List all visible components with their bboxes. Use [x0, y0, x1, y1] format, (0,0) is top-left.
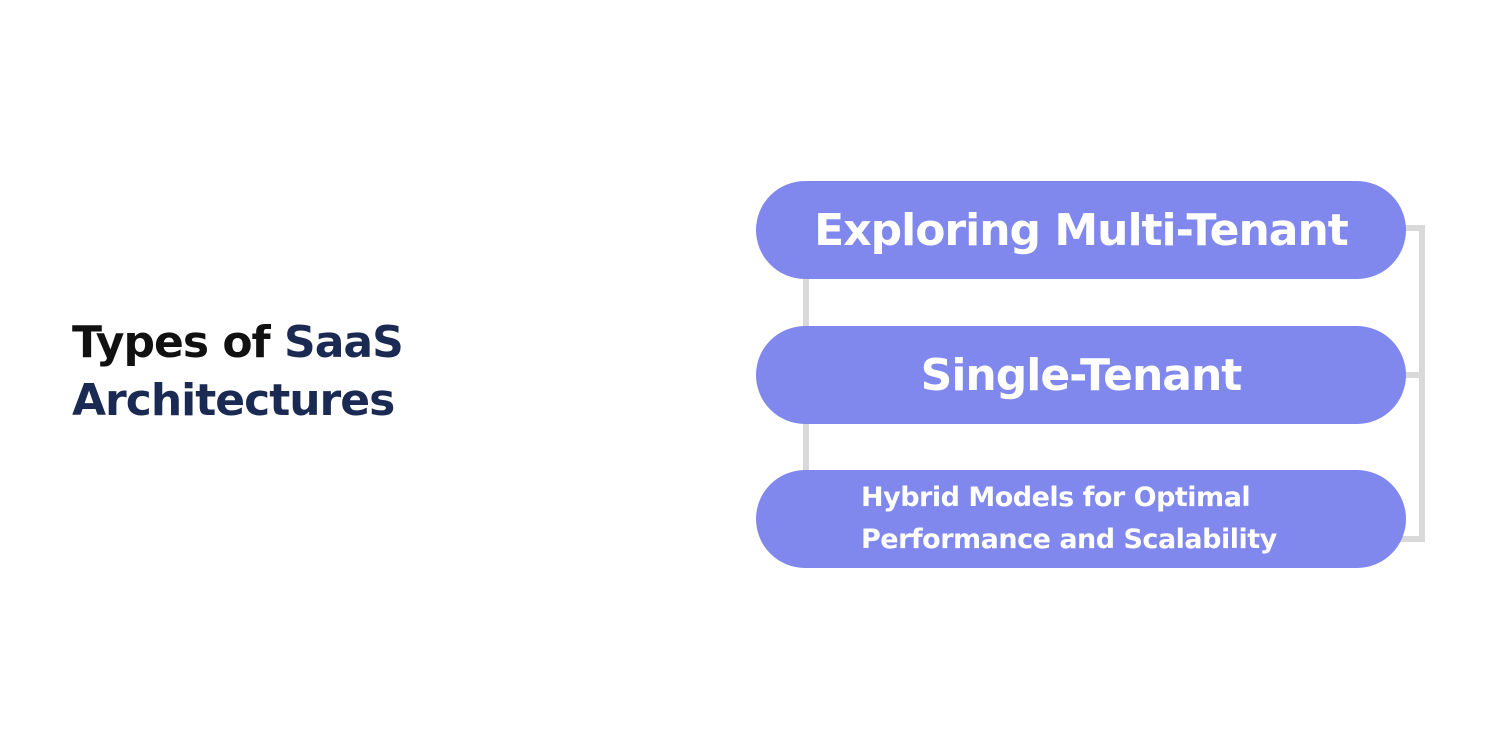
- node-single-tenant: Single-Tenant: [756, 326, 1406, 424]
- node-hybrid-models: Hybrid Models for Optimal Performance an…: [756, 470, 1406, 568]
- node-hybrid-label-line-1: Hybrid Models for Optimal: [861, 482, 1251, 513]
- title-line-1: Types of SaaS: [72, 314, 404, 372]
- right-bracket-tick-top: [1400, 225, 1425, 231]
- node-multi-tenant-label: Exploring Multi-Tenant: [814, 204, 1349, 256]
- node-hybrid-label-line-2: Performance and Scalability: [861, 524, 1277, 555]
- node-single-tenant-label: Single-Tenant: [920, 349, 1243, 401]
- diagram-title: Types of SaaS Architectures: [72, 314, 404, 430]
- right-bracket-vertical: [1419, 225, 1425, 542]
- title-line-2: Architectures: [72, 375, 395, 426]
- right-bracket-tick-bottom: [1400, 536, 1425, 542]
- title-plain: Types of: [72, 317, 285, 368]
- right-bracket-tick-middle: [1400, 372, 1425, 378]
- node-multi-tenant: Exploring Multi-Tenant: [756, 181, 1406, 279]
- title-accent-saas: SaaS: [284, 317, 404, 368]
